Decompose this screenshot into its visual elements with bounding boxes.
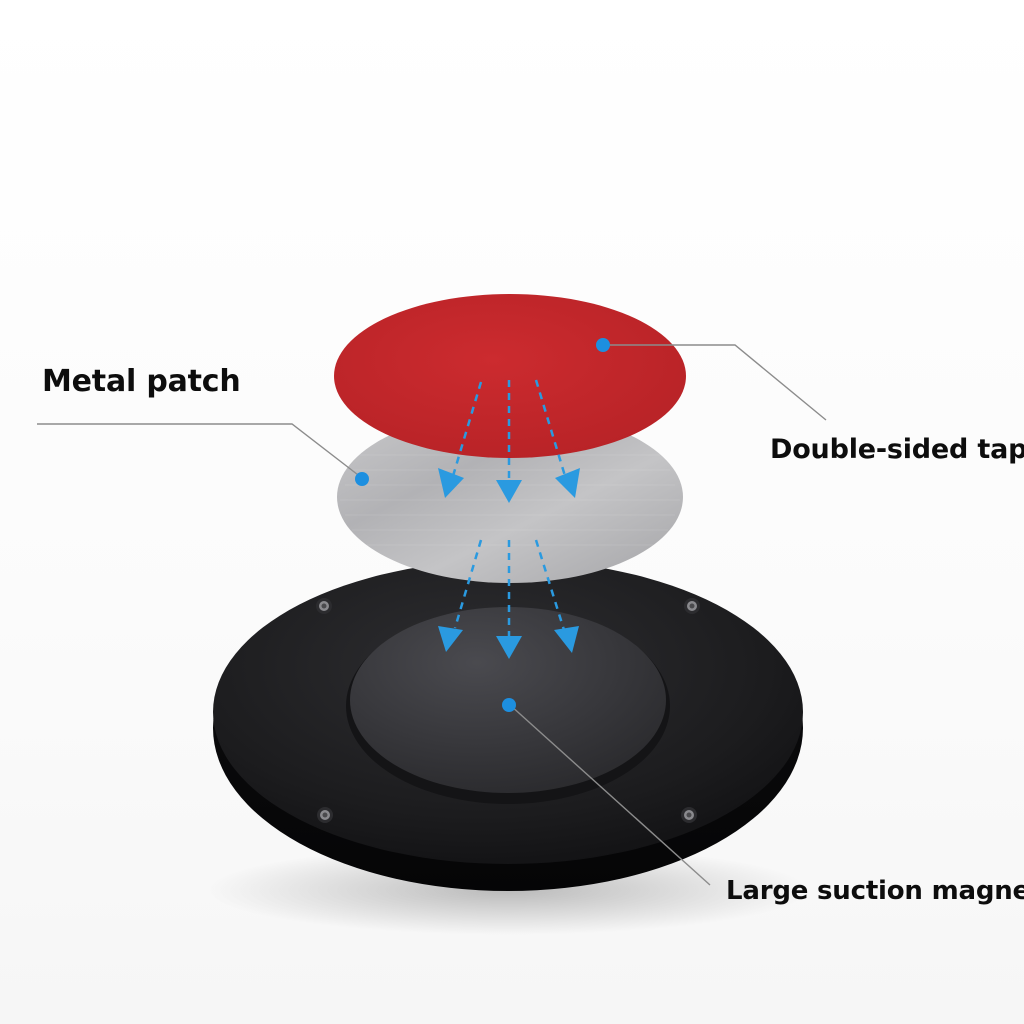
arrows-metal-to-magnet (453, 539, 566, 636)
leader-line-metal (37, 423, 363, 479)
arrowhead-icon (438, 626, 463, 652)
marker-dot-magnet (502, 698, 516, 712)
dashed-arrow-right-lower (534, 539, 566, 631)
magnet-base-group (208, 560, 808, 935)
screw-icon (317, 807, 333, 823)
arrowheads-upper (438, 468, 580, 503)
arrowheads-lower (438, 626, 579, 659)
tape-group (334, 294, 686, 458)
double-sided-tape-label: Double-sided tape (770, 434, 1024, 465)
leader-lines (37, 344, 827, 886)
leader-line-tape (603, 344, 827, 421)
arrowhead-icon (554, 626, 579, 653)
metal-patch-label: Metal patch (42, 364, 241, 399)
dashed-arrow-right-upper (534, 379, 567, 477)
screw-icon (684, 598, 700, 614)
double-sided-tape-disc (334, 294, 686, 458)
arrowhead-icon (438, 468, 464, 498)
large-suction-magnet-label: Large suction magnet (726, 876, 1024, 906)
arrowhead-icon (496, 636, 522, 659)
marker-dot-metal (355, 472, 369, 486)
screw-icon (316, 598, 332, 614)
screw-icon (681, 807, 697, 823)
dashed-arrow-left-lower (453, 539, 483, 629)
dashed-arrow-left-upper (451, 381, 483, 477)
arrowhead-icon (496, 480, 522, 503)
arrows-tape-to-metal (451, 379, 567, 480)
leader-line-magnet (509, 704, 711, 886)
arrowhead-icon (555, 468, 580, 498)
marker-dot-tape (596, 338, 610, 352)
